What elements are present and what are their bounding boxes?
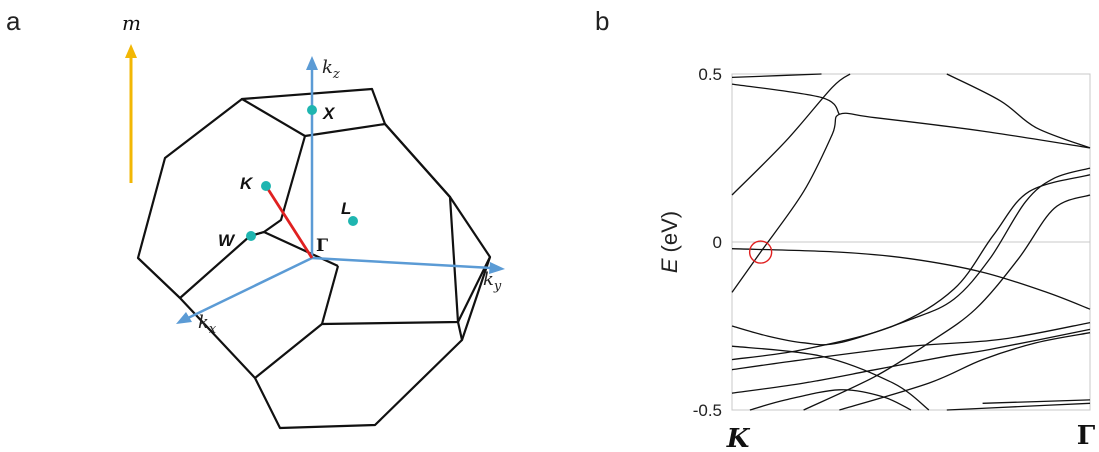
band-line-11 xyxy=(731,321,1091,371)
ytick-1: 0 xyxy=(713,233,722,252)
xtick-gamma: Γ xyxy=(1077,421,1096,451)
band-line-5 xyxy=(731,248,1091,310)
band-line-14 xyxy=(749,389,912,411)
k-gamma-path xyxy=(264,185,314,259)
band-line-7 xyxy=(731,174,1091,361)
band-line-12 xyxy=(731,345,930,411)
kz-label: kz xyxy=(322,57,340,82)
brillouin-zone xyxy=(136,87,492,430)
point-w-label: W xyxy=(218,231,236,250)
band-line-10 xyxy=(839,332,1091,411)
band-line-4 xyxy=(946,73,1091,149)
band-line-15 xyxy=(982,399,1091,404)
panel-letter-a: a xyxy=(6,6,21,36)
point-l-label: L xyxy=(341,199,351,218)
point-w-marker xyxy=(246,231,256,241)
xtick-k: K xyxy=(726,424,751,452)
ytick-2: -0.5 xyxy=(693,401,722,420)
point-x-label: X xyxy=(322,104,336,123)
point-k-label: K xyxy=(240,174,254,193)
band-line-13 xyxy=(946,402,1091,411)
band-line-3 xyxy=(731,73,822,79)
band-line-9 xyxy=(731,328,1091,394)
kz-axis xyxy=(306,56,318,258)
band-line-2 xyxy=(731,73,851,196)
band-crossing-marker xyxy=(748,240,773,264)
panel-letter-b: b xyxy=(595,6,609,36)
point-l-marker xyxy=(348,216,358,226)
band-lines xyxy=(731,73,1091,411)
y-axis-label: E(eV) xyxy=(657,211,682,273)
kx-label: kx xyxy=(198,312,217,337)
band-line-0 xyxy=(731,112,1091,293)
ytick-0: 0.5 xyxy=(698,65,722,84)
point-gamma-label: Γ xyxy=(316,236,328,256)
band-line-6 xyxy=(731,167,1091,346)
kx-axis xyxy=(176,256,313,324)
magnetization-label: m xyxy=(122,11,141,35)
point-k-marker xyxy=(261,181,271,191)
band-structure-plot xyxy=(731,73,1091,411)
band-line-1 xyxy=(731,83,840,115)
ky-label: ky xyxy=(483,269,502,294)
point-x-marker xyxy=(307,105,317,115)
magnetization-arrow xyxy=(125,44,137,183)
band-line-8 xyxy=(803,194,1091,411)
ky-axis xyxy=(311,256,505,274)
